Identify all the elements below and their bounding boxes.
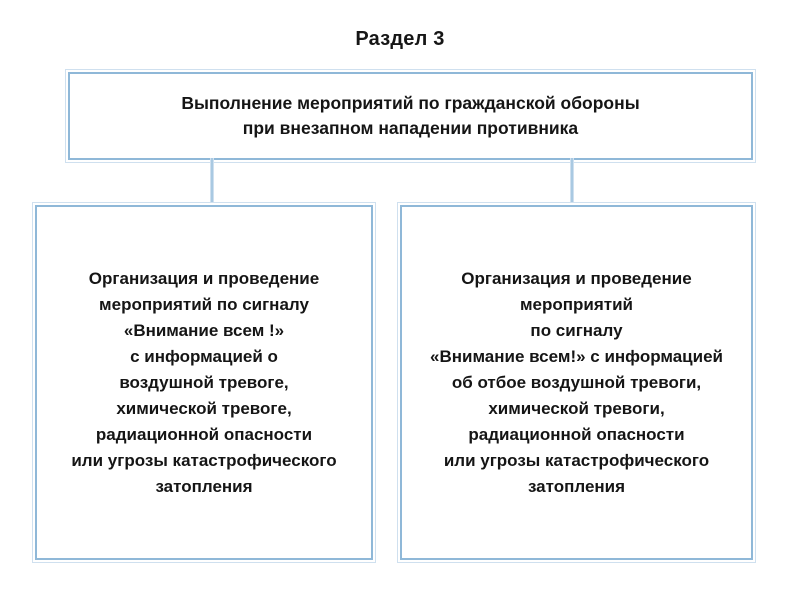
flowchart-node-left[interactable]: Организация и проведение мероприятий по … (35, 205, 373, 560)
flowchart-node-right-label: Организация и проведение мероприятий по … (430, 268, 723, 496)
flowchart-node-right[interactable]: Организация и проведение мероприятий по … (400, 205, 753, 560)
connector-root-to-right (570, 158, 574, 207)
flowchart-node-left-label: Организация и проведение мероприятий по … (71, 268, 337, 496)
page-title: Раздел 3 (355, 28, 445, 50)
flowchart-node-root-label: Выполнение мероприятий по гражданской об… (181, 93, 640, 138)
flowchart-node-root[interactable]: Выполнение мероприятий по гражданской об… (68, 72, 753, 160)
connector-root-to-left (210, 158, 214, 207)
